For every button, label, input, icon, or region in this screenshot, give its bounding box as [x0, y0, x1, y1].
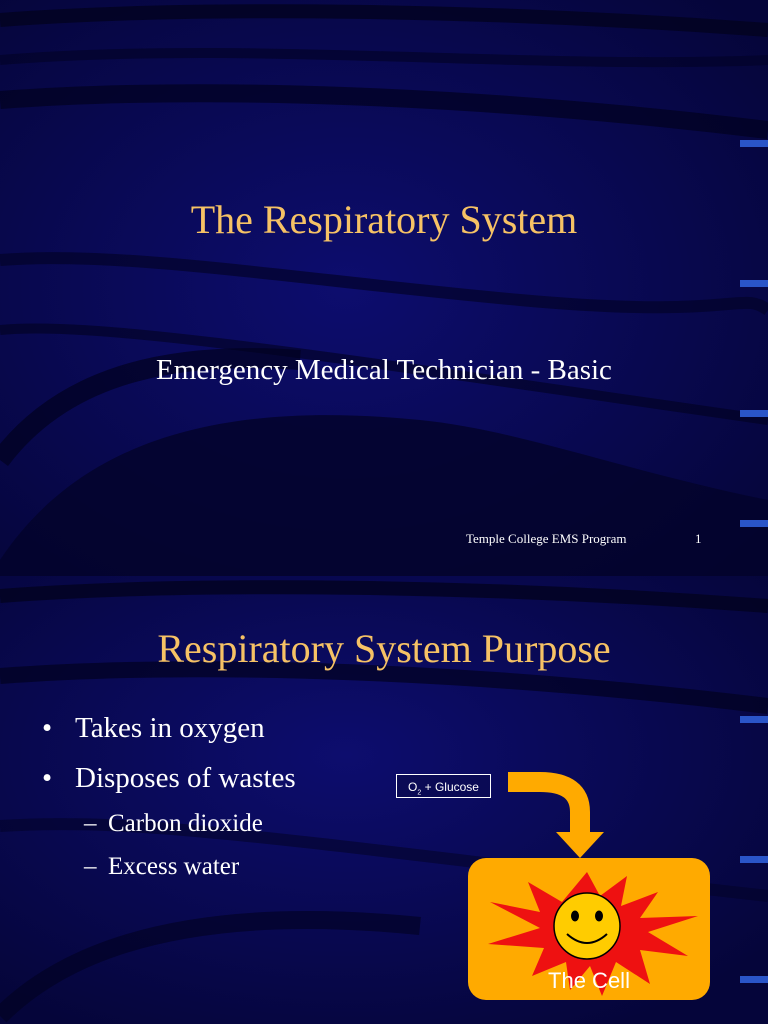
- edge-stripe: [740, 716, 768, 723]
- bullet-item: Takes in oxygen: [75, 712, 265, 744]
- input-label-o: O: [408, 780, 418, 794]
- curved-arrow: [508, 772, 590, 838]
- content-slide: Respiratory System Purpose • Takes in ox…: [0, 576, 768, 1024]
- bullet-item: Disposes of wastes: [75, 762, 296, 794]
- edge-stripe: [740, 856, 768, 863]
- sub-bullet-item: Excess water: [108, 853, 240, 880]
- sub-bullet-marker: –: [84, 810, 97, 837]
- footer-text: Temple College EMS Program: [466, 531, 627, 546]
- bullet-marker: •: [42, 762, 53, 794]
- input-label-subscript: 2: [417, 789, 422, 797]
- arrow-head: [556, 832, 604, 858]
- slide-title: The Respiratory System: [190, 197, 578, 242]
- title-slide: The Respiratory System Emergency Medical…: [0, 0, 768, 576]
- edge-stripe: [740, 140, 768, 147]
- slide-title: Respiratory System Purpose: [157, 626, 611, 671]
- cell-diagram: [468, 772, 710, 1000]
- smiley-face-icon: [553, 892, 621, 960]
- edge-stripe: [740, 976, 768, 983]
- sub-bullet-item: Carbon dioxide: [108, 810, 263, 837]
- page-number: 1: [695, 531, 702, 546]
- edge-stripe: [740, 410, 768, 417]
- edge-stripe: [740, 280, 768, 287]
- swoosh-background: [0, 0, 768, 576]
- slide-subtitle: Emergency Medical Technician - Basic: [156, 354, 612, 386]
- input-label-glucose: + Glucose: [421, 780, 479, 794]
- edge-stripe: [740, 520, 768, 527]
- cell-label: The Cell: [548, 968, 630, 993]
- input-label-box: O2 + Glucose: [396, 774, 491, 798]
- bullet-marker: •: [42, 712, 53, 744]
- sub-bullet-marker: –: [84, 853, 97, 880]
